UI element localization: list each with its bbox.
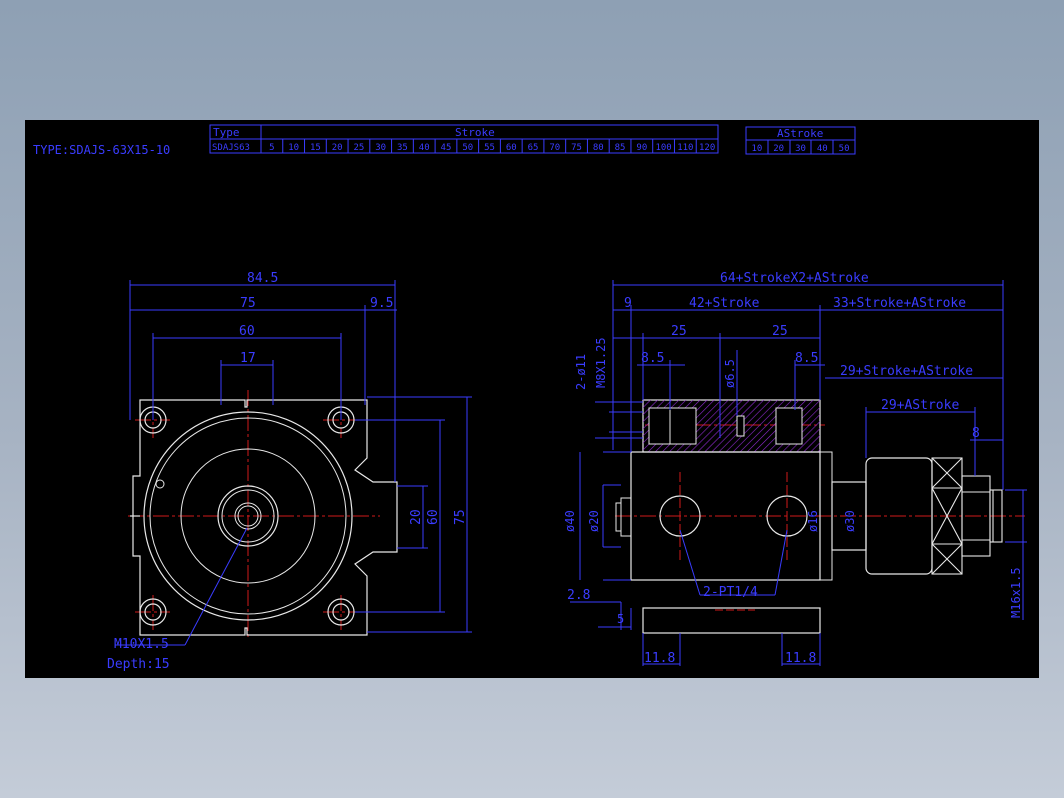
dim-33-stroke: 33+Stroke+AStroke bbox=[833, 296, 966, 311]
drawing: TYPE:SDAJS-63X15-10 Type Stroke SDAJS63 … bbox=[33, 124, 1027, 672]
dim-8-5-a: 8.5 bbox=[641, 351, 664, 366]
stroke-value: 75 bbox=[571, 143, 582, 153]
thread-m8: M8X1.25 bbox=[594, 337, 608, 388]
astroke-value: 30 bbox=[795, 144, 806, 154]
stroke-value: 85 bbox=[615, 143, 626, 153]
stroke-value: 5 bbox=[269, 143, 274, 153]
cad-canvas: TYPE:SDAJS-63X15-10 Type Stroke SDAJS63 … bbox=[25, 120, 1039, 678]
stroke-value: 110 bbox=[677, 143, 693, 153]
dim-overall: 64+StrokeX2+AStroke bbox=[720, 271, 869, 286]
dim-5: 5 bbox=[617, 612, 624, 626]
dim-75-top: 75 bbox=[240, 296, 256, 311]
stroke-value: 10 bbox=[288, 143, 299, 153]
dim-60-right: 60 bbox=[426, 509, 441, 525]
dim-6-5: ø6.5 bbox=[723, 359, 737, 388]
dim-8-5-b: 8.5 bbox=[795, 351, 818, 366]
stroke-value: 55 bbox=[484, 143, 495, 153]
dim-11-8-b: 11.8 bbox=[785, 651, 816, 666]
dim-75-right: 75 bbox=[453, 509, 468, 525]
stroke-value: 90 bbox=[636, 143, 647, 153]
stroke-value: 25 bbox=[354, 143, 365, 153]
type-title: TYPE:SDAJS-63X15-10 bbox=[33, 143, 170, 157]
stroke-type-header: Type bbox=[213, 126, 240, 139]
stroke-values: 5 10 15 20 25 30 35 40 45 50 55 60 65 70 75 80 85 90 100 11… bbox=[269, 143, 715, 153]
dim-29-stroke: 29+Stroke+AStroke bbox=[840, 364, 973, 379]
port-label: 2-PT1/4 bbox=[703, 585, 758, 600]
stroke-value: 15 bbox=[310, 143, 321, 153]
astroke-value: 40 bbox=[817, 144, 828, 154]
dim-9-5: 9.5 bbox=[370, 296, 393, 311]
stroke-value: 45 bbox=[441, 143, 452, 153]
stroke-header: Stroke bbox=[455, 126, 495, 139]
stroke-value: 30 bbox=[375, 143, 386, 153]
dim-17: 17 bbox=[240, 351, 256, 366]
stroke-value: 40 bbox=[419, 143, 430, 153]
stroke-value: 60 bbox=[506, 143, 517, 153]
dim-9: 9 bbox=[624, 296, 632, 311]
dim-8: 8 bbox=[972, 426, 980, 441]
astroke-value: 20 bbox=[773, 144, 784, 154]
dim-2-8: 2.8 bbox=[567, 588, 590, 603]
dia-30: ø30 bbox=[843, 510, 857, 532]
dim-29-astroke: 29+AStroke bbox=[881, 398, 959, 413]
dia-16: ø16 bbox=[806, 510, 820, 532]
stroke-value: 20 bbox=[332, 143, 343, 153]
dia-20: ø20 bbox=[587, 510, 601, 532]
stroke-value: 70 bbox=[549, 143, 560, 153]
stroke-value: 100 bbox=[655, 143, 671, 153]
astroke-table bbox=[745, 126, 856, 155]
side-view: 64+StrokeX2+AStroke 9 42+Stroke 33+Strok… bbox=[563, 271, 1027, 666]
stroke-table bbox=[209, 124, 719, 154]
stroke-value: 50 bbox=[462, 143, 473, 153]
dim-20: 20 bbox=[409, 509, 424, 525]
dim-11-8-a: 11.8 bbox=[644, 651, 675, 666]
dim-25-a: 25 bbox=[671, 324, 687, 339]
dia-40: ø40 bbox=[563, 510, 577, 532]
astroke-value: 50 bbox=[839, 144, 850, 154]
dim-84-5: 84.5 bbox=[247, 271, 278, 286]
astroke-values: 10 20 30 40 50 bbox=[751, 144, 849, 154]
stroke-value: 120 bbox=[699, 143, 715, 153]
astroke-value: 10 bbox=[751, 144, 762, 154]
hole-2-11: 2-ø11 bbox=[574, 354, 588, 390]
dim-42-stroke: 42+Stroke bbox=[689, 296, 760, 311]
stroke-value: 80 bbox=[593, 143, 604, 153]
dim-60-top: 60 bbox=[239, 324, 255, 339]
astroke-header: AStroke bbox=[777, 127, 823, 140]
stroke-model: SDAJS63 bbox=[212, 143, 250, 153]
dim-25-b: 25 bbox=[772, 324, 788, 339]
thread-m16: M16x1.5 bbox=[1009, 567, 1023, 618]
stroke-value: 35 bbox=[397, 143, 408, 153]
depth-label: Depth:15 bbox=[107, 657, 170, 672]
thread-m10: M10X1.5 bbox=[114, 637, 169, 652]
front-view: 84.5 75 9.5 60 17 75 60 20 M10X1.5 Depth… bbox=[107, 271, 472, 672]
stroke-value: 65 bbox=[528, 143, 539, 153]
